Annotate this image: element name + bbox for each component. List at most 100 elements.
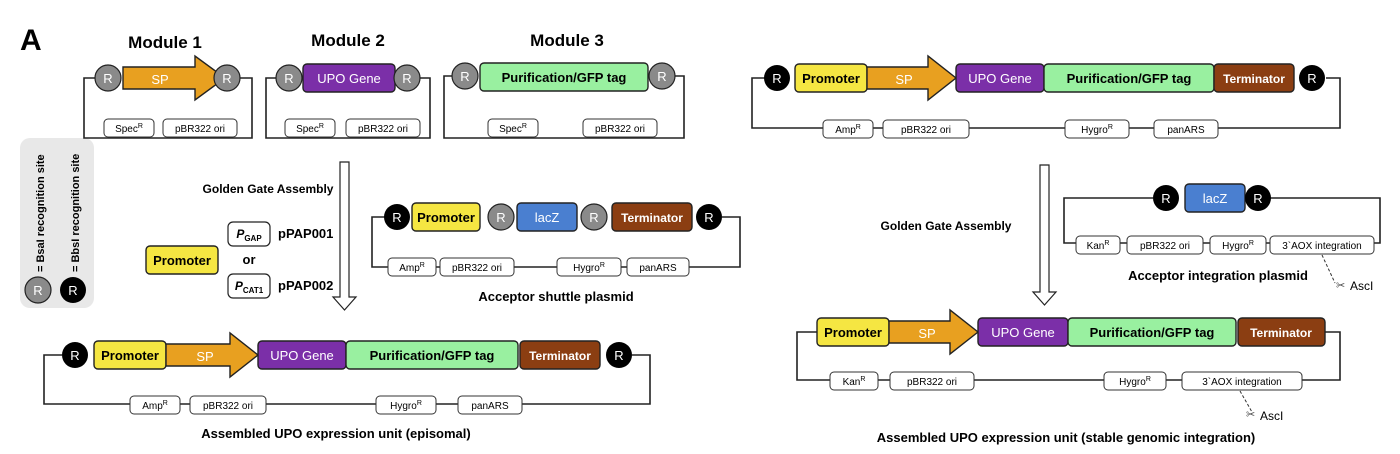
module-3-title: Module 3 [530,31,604,50]
promoter-label: Promoter [101,348,159,363]
kan-resistance-label: KanR [843,376,866,388]
module-2-title: Module 2 [311,31,385,50]
bbsi-site [1299,65,1325,91]
golden-gate-label: Golden Gate Assembly [203,182,334,196]
right-top-plasmid: Promoter SP UPO Gene Purification/GFP ta… [751,54,1341,139]
bsai-site [487,203,515,231]
bsai-site [94,64,122,92]
spec-resistance-label: SpecR [499,123,527,135]
sp-arrow [888,308,980,356]
p-cat1-label: PCAT1 [235,279,264,295]
site-letter: R [103,71,112,86]
site-letter: R [772,71,781,86]
ori-label: pBR322 ori [901,125,951,136]
ori-label: pBR322 ori [452,263,502,274]
episomal-unit-plasmid: Promoter SP UPO Gene Purification/GFP ta… [43,331,651,415]
terminator-label: Terminator [621,211,683,225]
module-3-plasmid: Purification/GFP tag R R SpecR pBR322 or… [443,62,685,139]
sp-label: SP [918,326,935,341]
promoter-label: Promoter [824,325,882,340]
ori-label: pBR322 ori [175,124,225,135]
site-letter: R [657,69,666,84]
ori-label: pBR322 ori [1140,241,1190,252]
aox-integration-label: 3`AOX integration [1282,240,1362,252]
assembly-down-arrow [1031,164,1058,306]
module-2-plasmid: UPO Gene R R SpecR pBR322 ori [265,63,431,139]
amp-resistance-label: AmpR [142,400,168,412]
ori-label: pBR322 ori [595,124,645,135]
asci-site-label: AscI [1350,279,1373,293]
site-letter: R [222,71,231,86]
site-letter: R [284,71,293,86]
legend: R = BsaI recognition site R = BbsI recog… [20,138,94,308]
site-letter: R [1307,71,1316,86]
sp-label: SP [895,72,912,87]
lacz-label: lacZ [1203,191,1228,206]
site-letter: R [1161,191,1170,206]
acceptor-integration-plasmid: lacZ R R KanR pBR322 ori HygroR 3`AOX in… [1063,183,1381,293]
site-letter: R [496,210,505,225]
module-1-plasmid: SP R R SpecR pBR322 ori [83,54,253,139]
bsai-site-marker [24,276,52,304]
purification-tag-label: Purification/GFP tag [502,70,627,85]
bbsi-marker-letter: R [68,283,77,298]
ppap001-label: pPAP001 [278,226,333,241]
amp-resistance-label: AmpR [399,262,425,274]
site-letter: R [704,210,713,225]
purification-tag-label: Purification/GFP tag [1090,325,1215,340]
bbsi-site [606,342,632,368]
purification-tag-box [345,340,519,370]
hygro-resistance-label: HygroR [573,262,605,274]
terminator-box [1237,317,1326,347]
promoter-label: Promoter [802,71,860,86]
legend-background [20,138,94,308]
acceptor-shuttle-caption: Acceptor shuttle plasmid [478,289,633,304]
spec-resistance-label: SpecR [115,123,143,135]
bbsi-site [1245,185,1271,211]
assembly-down-arrow [331,161,358,311]
sp-arrow [866,54,958,102]
bsai-legend-label: = BsaI recognition site [35,154,47,272]
bbsi-site [696,204,722,230]
scissors-icon: ✂ [1336,280,1345,292]
lacz-box [516,202,578,232]
hygro-resistance-label: HygroR [1119,376,1151,388]
ppap002-label: pPAP002 [278,278,333,293]
terminator-box [611,202,693,232]
bbsi-site [1153,185,1179,211]
acceptor-integration-caption: Acceptor integration plasmid [1128,268,1308,283]
amp-resistance-label: AmpR [835,124,861,136]
bsai-marker-letter: R [33,283,42,298]
sp-label: SP [151,72,168,87]
purification-tag-label: Purification/GFP tag [1067,71,1192,86]
site-letter: R [402,71,411,86]
upo-gene-label: UPO Gene [317,71,381,86]
hygro-resistance-label: HygroR [1222,240,1254,252]
golden-gate-label: Golden Gate Assembly [881,219,1012,233]
sp-arrow [165,331,260,379]
purification-tag-label: Purification/GFP tag [370,348,495,363]
bbsi-site-marker [60,277,86,303]
purification-tag-box [479,62,649,92]
bsai-site [451,62,479,90]
panars-label: panARS [471,401,509,412]
bbsi-site [384,204,410,230]
terminator-label: Terminator [1250,326,1312,340]
upo-gene-label: UPO Gene [991,325,1055,340]
terminator-label: Terminator [529,349,591,363]
ori-label: pBR322 ori [203,401,253,412]
bbsi-site [62,342,88,368]
terminator-box [1213,63,1295,93]
site-letter: R [392,210,401,225]
p-gap-label: PGAP [236,227,262,243]
promoter-label: Promoter [417,210,475,225]
terminator-box [519,340,601,370]
sp-arrow [122,54,227,102]
panars-label: panARS [639,263,677,274]
promoter-label: Promoter [153,253,211,268]
aox-integration-label: 3`AOX integration [1202,376,1282,388]
lacz-label: lacZ [535,210,560,225]
site-letter: R [70,348,79,363]
p-cat1-box [227,273,271,299]
